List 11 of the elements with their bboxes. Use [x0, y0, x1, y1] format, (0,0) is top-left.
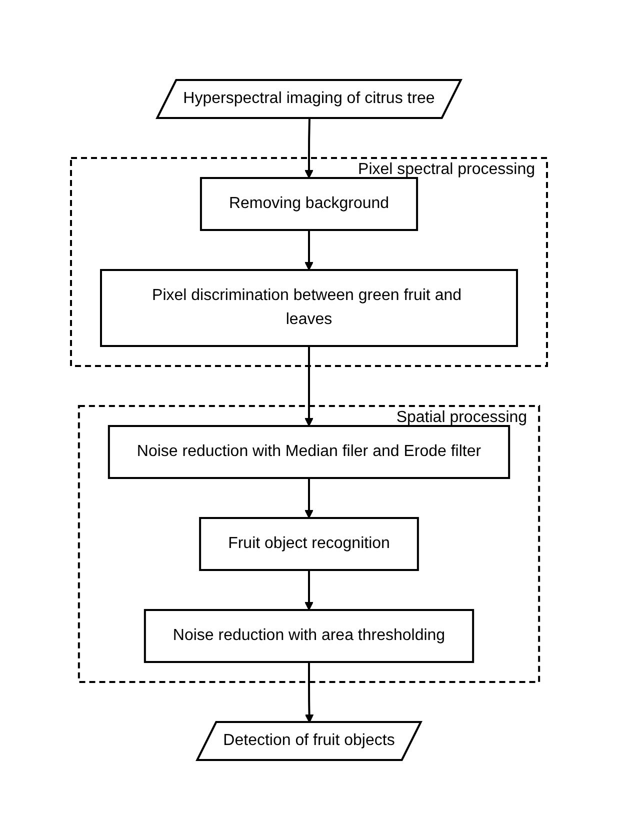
arrow — [304, 230, 313, 270]
node-box: Noise reduction with Median filer and Erode filter — [107, 424, 510, 478]
node-box: Fruit object recognition — [198, 516, 418, 570]
node-box: Noise reduction with area thresholding — [143, 608, 474, 662]
node-box: Pixel discrimination between green fruit and leaves — [100, 268, 518, 346]
node-box: Removing background — [199, 176, 418, 230]
arrow — [304, 570, 313, 610]
arrow — [304, 346, 313, 426]
arrow — [304, 478, 313, 518]
arrow — [304, 118, 313, 178]
arrow — [304, 662, 314, 722]
